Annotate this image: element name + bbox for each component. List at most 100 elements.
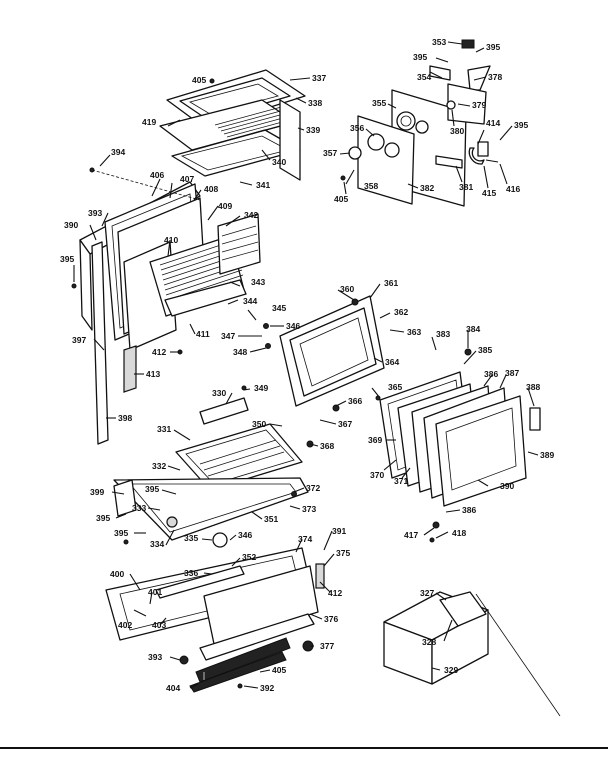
callout-379: 379 [472,100,486,110]
callout-395: 395 [145,484,159,494]
callout-395: 395 [413,52,427,62]
callout-374: 374 [298,534,312,544]
callout-406: 406 [150,170,164,180]
callout-335: 335 [184,533,198,543]
callout-378: 378 [488,72,502,82]
callout-390: 390 [500,481,514,491]
callout-387: 387 [505,368,519,378]
callout-361: 361 [384,278,398,288]
callout-419: 419 [142,117,156,127]
callout-395: 395 [60,254,74,264]
callout-331: 331 [157,424,171,434]
callout-358: 358 [364,181,378,191]
callout-410: 410 [164,235,178,245]
door-inner-frame [279,295,385,407]
callout-370: 370 [370,470,384,480]
callout-353: 353 [432,37,446,47]
callout-405: 405 [192,75,206,85]
callout-388: 388 [526,382,540,392]
callout-345: 345 [272,303,286,313]
oven-door-panels [379,371,541,507]
callout-369: 369 [368,435,382,445]
callout-377: 377 [320,641,334,651]
callout-398: 398 [118,413,132,423]
callout-337: 337 [312,73,326,83]
callout-340: 340 [272,157,286,167]
callout-362: 362 [394,307,408,317]
callout-385: 385 [478,345,492,355]
oven-top-assembly [159,69,306,181]
callout-407: 407 [180,174,194,184]
callout-368: 368 [320,441,334,451]
callout-366: 366 [348,396,362,406]
callout-365: 365 [388,382,402,392]
callout-367: 367 [338,419,352,429]
callout-347: 347 [221,331,235,341]
callout-363: 363 [407,327,421,337]
callout-356: 356 [350,123,364,133]
callout-341: 341 [256,180,270,190]
callout-397: 397 [72,335,86,345]
callout-343: 343 [251,277,265,287]
callout-390: 390 [64,220,78,230]
callout-402: 402 [118,620,132,630]
callout-412: 412 [152,347,166,357]
callout-380: 380 [450,126,464,136]
callout-395: 395 [486,42,500,52]
callout-383: 383 [436,329,450,339]
callout-416: 416 [506,184,520,194]
callout-344: 344 [243,296,257,306]
callout-labels: 353 395 354 378 395 379 355 380 356 414 … [60,37,554,693]
callout-372: 372 [306,483,320,493]
callout-408: 408 [204,184,218,194]
callout-376: 376 [324,614,338,624]
callout-371: 371 [394,476,408,486]
callout-339: 339 [306,125,320,135]
callout-373: 373 [302,504,316,514]
oven-frame-assembly [79,169,261,445]
callout-384: 384 [466,324,480,334]
callout-395: 395 [96,513,110,523]
callout-389: 389 [540,450,554,460]
callout-364: 364 [385,357,399,367]
callout-401: 401 [148,587,162,597]
leader-lines [73,41,539,689]
callout-412: 412 [328,588,342,598]
callout-346: 346 [286,321,300,331]
callout-417: 417 [404,530,418,540]
callout-391: 391 [332,526,346,536]
storage-box [383,591,561,717]
callout-394: 394 [111,147,125,157]
callout-351: 351 [264,514,278,524]
callout-348: 348 [233,347,247,357]
callout-333: 333 [132,503,146,513]
callout-330: 330 [212,388,226,398]
callout-375: 375 [336,548,350,558]
callout-415: 415 [482,188,496,198]
callout-352: 352 [242,552,256,562]
callout-382: 382 [420,183,434,193]
callout-329: 329 [444,665,458,675]
callout-342: 342 [244,210,258,220]
callout-381: 381 [459,182,473,192]
callout-349: 349 [254,383,268,393]
callout-400: 400 [110,569,124,579]
control-panel-assembly [348,39,499,207]
callout-411: 411 [196,329,210,339]
callout-409: 409 [218,201,232,211]
fasteners [71,78,472,689]
callout-336: 336 [184,568,198,578]
callout-386: 386 [462,505,476,515]
callout-418: 418 [452,528,466,538]
burner-assembly [113,397,309,548]
callout-404: 404 [166,683,180,693]
callout-386: 386 [484,369,498,379]
callout-346: 346 [238,530,252,540]
callout-332: 332 [152,461,166,471]
callout-338: 338 [308,98,322,108]
callout-357: 357 [323,148,337,158]
callout-395: 395 [114,528,128,538]
callout-328: 328 [422,637,436,647]
callout-405: 405 [334,194,348,204]
callout-405: 405 [272,665,286,675]
